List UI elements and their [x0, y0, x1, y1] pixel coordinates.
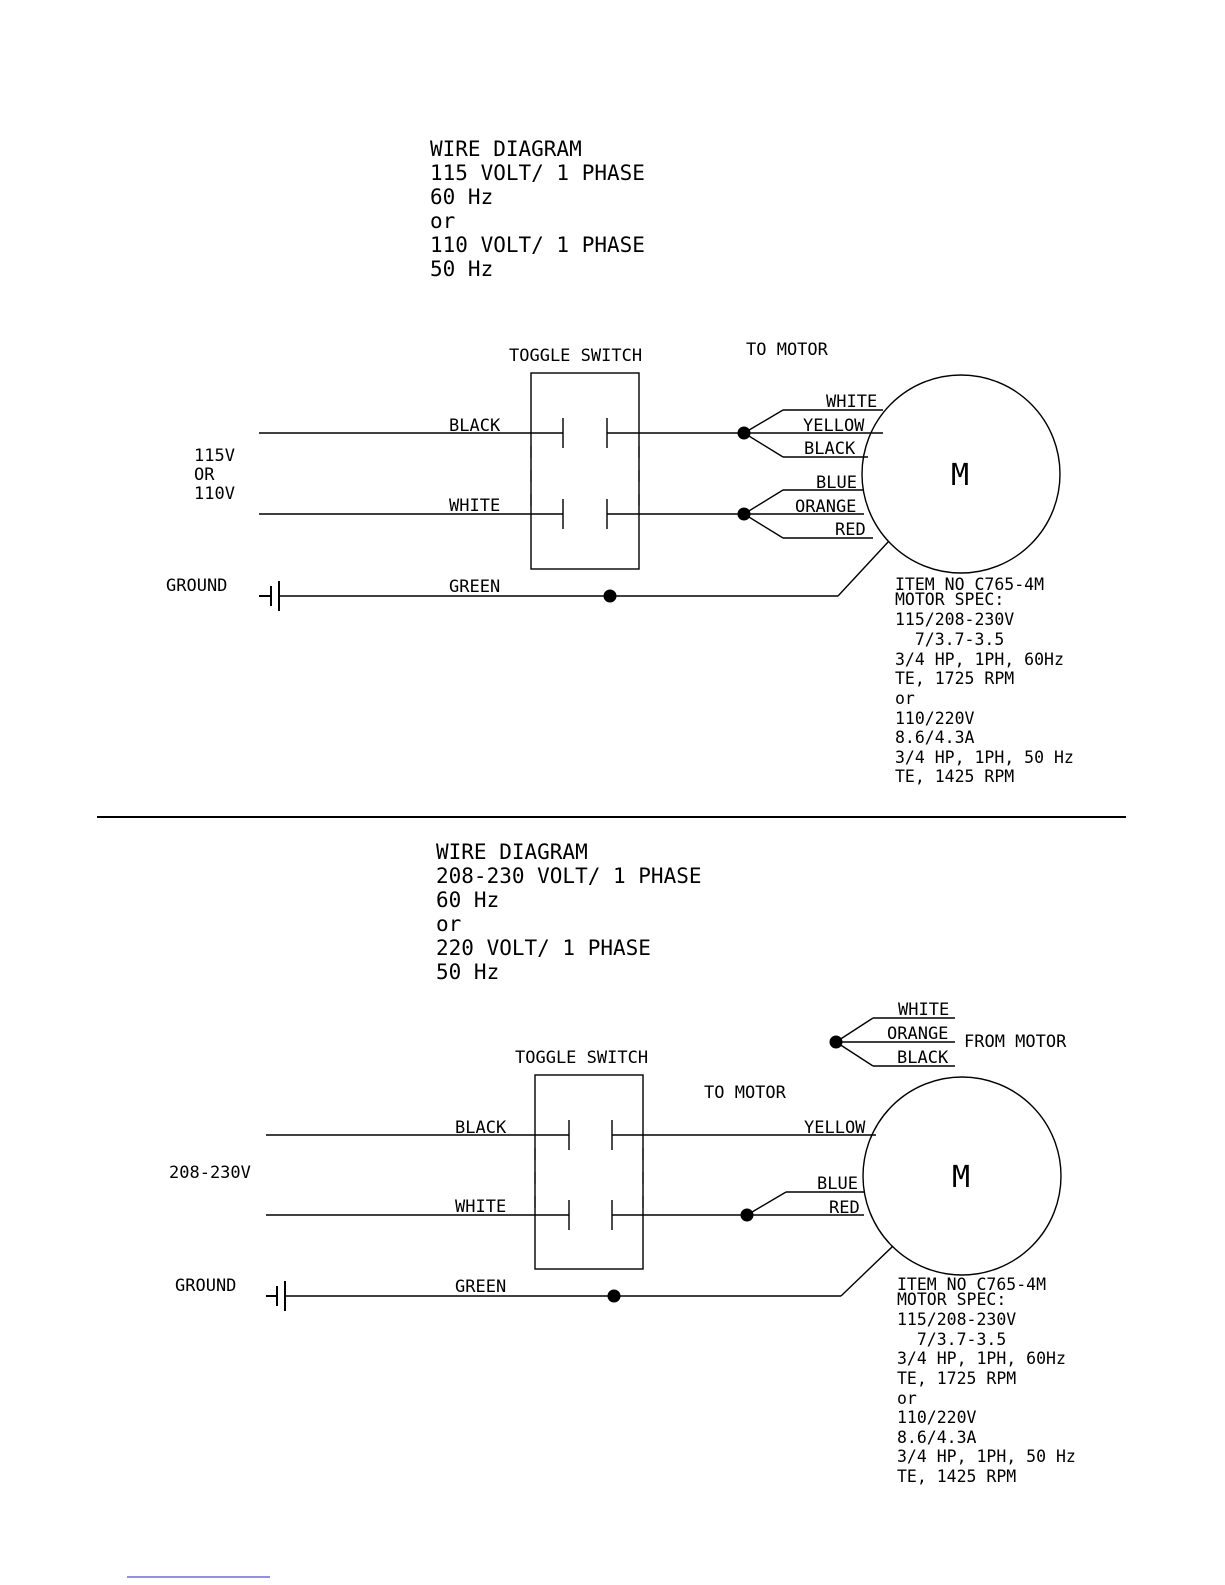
spec-line: ITEM NO C765-4M [897, 1275, 1046, 1294]
toggle-switch-box [534, 1074, 644, 1270]
spec-line: 115/208-230V [895, 610, 1014, 629]
diagram-1-title: WIRE DIAGRAM 115 VOLT/ 1 PHASE 60 Hz or … [430, 137, 645, 281]
wire-label-white: WHITE [455, 1197, 506, 1217]
title-line: WIRE DIAGRAM [436, 840, 588, 864]
lead-label: BLUE [816, 473, 857, 493]
wire-label-black: BLACK [455, 1118, 507, 1138]
motor-circle [862, 1076, 1062, 1276]
lead-label: WHITE [898, 1000, 949, 1020]
diagram-2-title: WIRE DIAGRAM 208-230 VOLT/ 1 PHASE 60 Hz… [436, 840, 702, 984]
wire-label-white: WHITE [449, 496, 500, 516]
title-line: 60 Hz [436, 888, 499, 912]
motor-lead [743, 513, 784, 539]
lead-label: BLUE [817, 1174, 858, 1194]
from-motor-label: FROM MOTOR [964, 1032, 1067, 1052]
lead-label: YELLOW [803, 416, 865, 436]
spec-line: TE, 1425 RPM [895, 767, 1014, 786]
wire-label-green: GREEN [455, 1277, 506, 1297]
title-line: 50 Hz [436, 960, 499, 984]
spec-line: 7/3.7-3.5 [895, 630, 1004, 649]
spec-line: 115/208-230V [897, 1310, 1016, 1329]
toggle-switch-label: TOGGLE SWITCH [515, 1048, 648, 1068]
toggle-switch-label: TOGGLE SWITCH [509, 346, 642, 366]
title-line: WIRE DIAGRAM [430, 137, 582, 161]
from-motor-lead [835, 1017, 874, 1043]
ground-label: GROUND [166, 576, 227, 596]
spec-line: or [897, 1389, 917, 1408]
spec-line: or [895, 689, 915, 708]
ground-symbol [259, 581, 280, 611]
spec-line: 3/4 HP, 1PH, 50 Hz [897, 1447, 1076, 1466]
spec-line: TE, 1425 RPM [897, 1467, 1016, 1486]
motor-lead [743, 409, 784, 434]
wire-label-black: BLACK [449, 416, 501, 436]
title-line: or [430, 209, 455, 233]
title-line: 115 VOLT/ 1 PHASE [430, 161, 645, 185]
spec-line: MOTOR SPEC: [897, 1290, 1006, 1309]
spec-line: 7/3.7-3.5 [897, 1330, 1006, 1349]
lead-label: ORANGE [795, 497, 856, 517]
to-motor-label: TO MOTOR [704, 1083, 787, 1103]
title-line: 208-230 VOLT/ 1 PHASE [436, 864, 702, 888]
motor-circle [861, 374, 1061, 574]
junction-dot [603, 589, 617, 603]
title-line: 50 Hz [430, 257, 493, 281]
spec-line: 110/220V [895, 709, 975, 728]
lead-label: ORANGE [887, 1024, 948, 1044]
ground-label: GROUND [175, 1276, 236, 1296]
spec-line: 110/220V [897, 1408, 977, 1427]
ground-symbol [266, 1281, 286, 1311]
motor-spec: ITEM NO C765-4M MOTOR SPEC: 115/208-230V… [895, 575, 1074, 786]
motor-symbol: M [951, 458, 969, 493]
diagram-115v: WIRE DIAGRAM 115 VOLT/ 1 PHASE 60 Hz or … [166, 137, 1074, 786]
motor-symbol: M [952, 1160, 970, 1195]
lead-label: RED [835, 520, 866, 540]
wire-label-green: GREEN [449, 577, 500, 597]
diagram-208-230v: WIRE DIAGRAM 208-230 VOLT/ 1 PHASE 60 Hz… [169, 840, 1076, 1486]
title-line: 60 Hz [430, 185, 493, 209]
motor-lead [743, 432, 784, 458]
title-line: 220 VOLT/ 1 PHASE [436, 936, 651, 960]
junction-dot [607, 1289, 621, 1303]
motor-lead [743, 489, 784, 515]
supply-voltage-label: 115V [194, 446, 235, 466]
supply-voltage-label: 208-230V [169, 1163, 251, 1183]
spec-line: ITEM NO C765-4M [895, 575, 1044, 594]
toggle-switch-box [530, 372, 640, 570]
spec-line: TE, 1725 RPM [897, 1369, 1016, 1388]
lead-label: RED [829, 1198, 860, 1218]
wire-green [840, 1245, 894, 1297]
title-line: 110 VOLT/ 1 PHASE [430, 233, 645, 257]
spec-line: TE, 1725 RPM [895, 669, 1014, 688]
spec-line: 3/4 HP, 1PH, 60Hz [897, 1349, 1066, 1368]
motor-lead [746, 1191, 787, 1216]
spec-line: 8.6/4.3A [895, 728, 975, 747]
wire-green [837, 540, 890, 597]
lead-label: WHITE [826, 392, 877, 412]
supply-voltage-label: 110V [194, 484, 235, 504]
motor-spec: ITEM NO C765-4M MOTOR SPEC: 115/208-230V… [897, 1275, 1076, 1486]
spec-line: 3/4 HP, 1PH, 50 Hz [895, 748, 1074, 767]
to-motor-label: TO MOTOR [746, 340, 829, 360]
spec-line: MOTOR SPEC: [895, 590, 1004, 609]
spec-line: 3/4 HP, 1PH, 60Hz [895, 650, 1064, 669]
supply-voltage-label: OR [194, 465, 215, 485]
title-line: or [436, 912, 461, 936]
spec-line: 8.6/4.3A [897, 1428, 977, 1447]
from-motor-lead [835, 1041, 874, 1067]
lead-label: BLACK [897, 1048, 949, 1068]
lead-label: BLACK [804, 439, 856, 459]
lead-label: YELLOW [804, 1118, 866, 1138]
